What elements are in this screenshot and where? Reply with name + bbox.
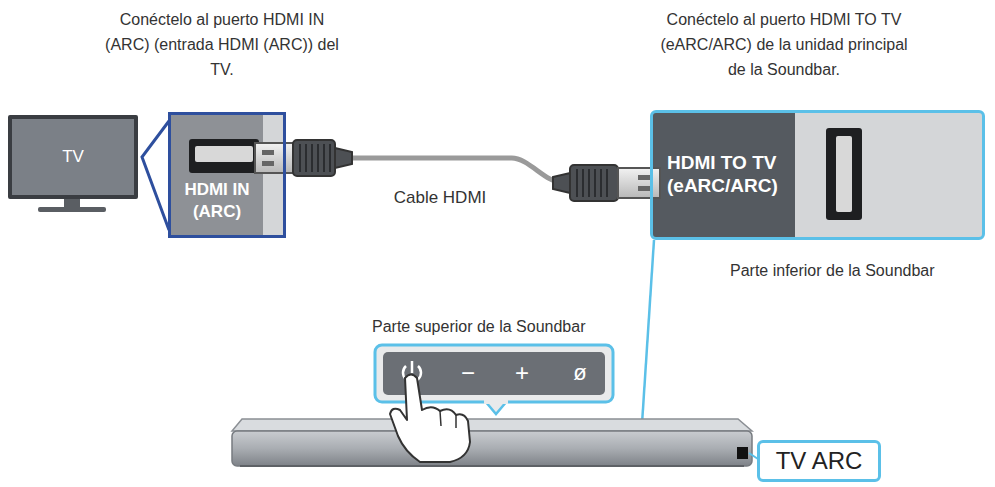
tv-screen: TV (8, 115, 138, 199)
node-label: TV (62, 147, 84, 167)
plug-hole (638, 175, 650, 180)
hdmi-plug-body (570, 165, 618, 201)
hdmi-plug-head (255, 143, 293, 173)
hdmi-port-slot (195, 146, 253, 162)
node-label: HDMI TO TV (eARC/ARC) (667, 152, 791, 198)
part-name: Parte superior de la Soundbar (372, 318, 585, 336)
instruction-text: Conéctelo al puerto HDMI IN (ARC) (entra… (97, 8, 347, 82)
hdmi-plug-head (618, 168, 660, 198)
callout-bracket (142, 121, 169, 230)
bottom-panel-light (795, 113, 982, 237)
cable-label: Cable HDMI (391, 188, 490, 208)
plug-grip-line (600, 169, 602, 197)
soundbar-front (232, 431, 752, 466)
hdmi-plug-body (293, 140, 335, 176)
node-label: TV ARC (776, 447, 863, 475)
soundbar-port-callout: HDMI TO TV (eARC/ARC) (650, 110, 985, 240)
plug-grip-line (311, 144, 313, 172)
plug-strain-relief (335, 148, 352, 168)
plug-grip-line (323, 144, 325, 172)
leader-line (642, 240, 654, 424)
plug-grip-line (329, 144, 331, 172)
plug-hole (262, 161, 274, 166)
hand-icon (440, 411, 456, 428)
plug-grip-line (305, 144, 307, 172)
tv-stand (64, 199, 80, 208)
hdmi-port-out (826, 128, 862, 220)
plug-hole (638, 186, 650, 191)
plug-grip (577, 169, 607, 197)
plug-grip-line (588, 169, 590, 197)
hdmi-port (189, 139, 259, 173)
plug-grip-line (582, 169, 584, 197)
plug-grip-line (299, 144, 301, 172)
plug-grip (300, 144, 330, 172)
plug-hole (262, 150, 274, 155)
tv-port-callout: HDMI IN (ARC) (168, 112, 286, 238)
power-icon (411, 361, 414, 373)
plug-grip-line (317, 144, 319, 172)
tv-base (38, 207, 106, 212)
soundbar-top (232, 419, 752, 431)
plug-grip-line (606, 169, 608, 197)
button-symbol: − (461, 361, 475, 385)
plug-grip-line (594, 169, 596, 197)
bottom-panel-dark (653, 113, 795, 237)
part-name: Parte inferior de la Soundbar (730, 262, 935, 280)
callout-joint (484, 399, 508, 404)
node-label: HDMI IN (ARC) (175, 179, 259, 231)
button-symbol: + (515, 361, 529, 385)
plug-strain-relief (553, 173, 570, 193)
port-panel-side (263, 115, 283, 235)
button-symbol: ø (573, 362, 586, 384)
port-panel (171, 115, 263, 235)
instruction-text: Conéctelo al puerto HDMI TO TV (eARC/ARC… (650, 8, 918, 82)
hdmi-port-slot (836, 136, 852, 212)
plug-grip-line (576, 169, 578, 197)
soundbar-base (240, 465, 744, 467)
soundbar-display (737, 447, 748, 459)
hand-icon (390, 375, 470, 463)
display-callout: TV ARC (757, 440, 881, 482)
